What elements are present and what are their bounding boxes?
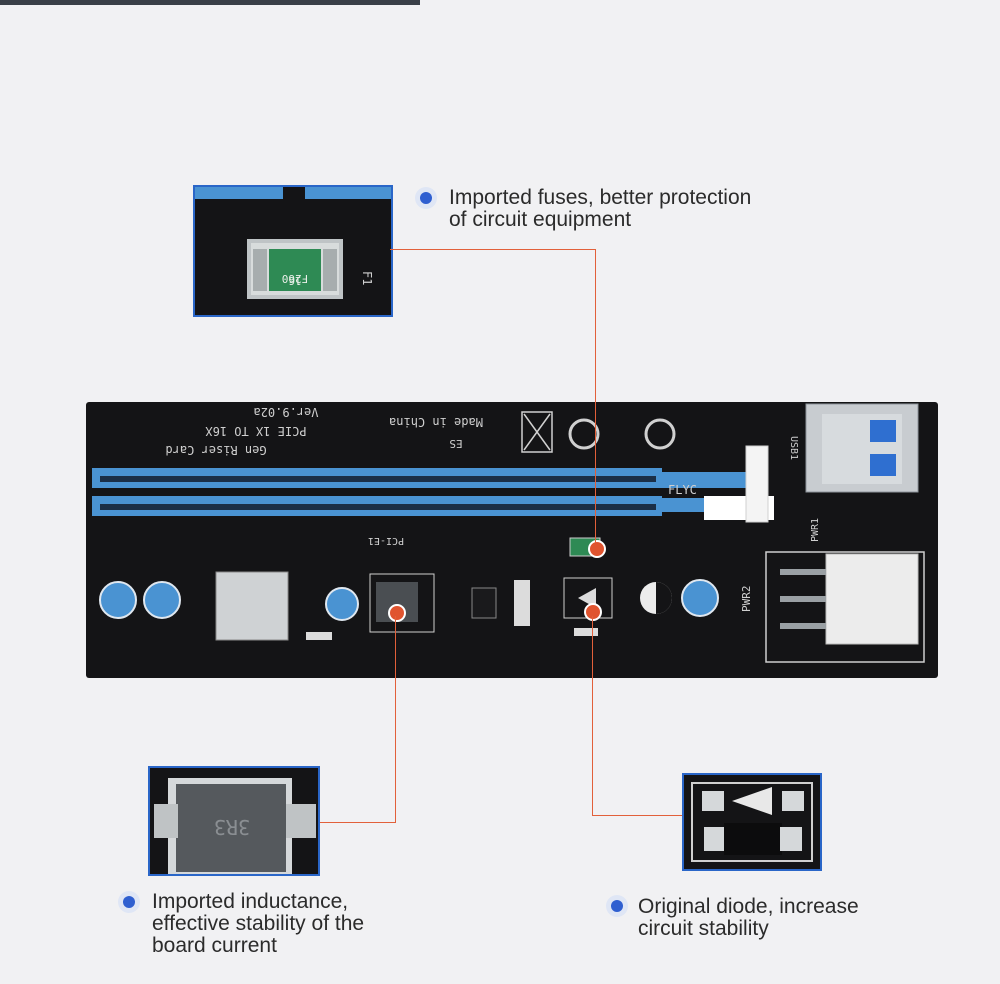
diode-leader-h: [592, 815, 684, 816]
weee-icon: [521, 411, 553, 453]
inductor-callout-line1: Imported inductance,: [152, 890, 349, 913]
fuse-zoom-graphic: F260 16 F1: [195, 187, 391, 315]
top-image-strip: [0, 0, 420, 5]
capacitor: [99, 581, 137, 619]
inductor-code: 3R3: [214, 815, 250, 839]
inductor-leader-v: [395, 616, 396, 822]
riser-board: USB1 PWR2 PWR1 FLYC Ver.9.02a PCIE 1X TO…: [86, 402, 938, 678]
model-label: PCIE 1X TO 16X: [205, 424, 307, 438]
inductor-callout-dot: [118, 891, 140, 913]
gen-label: Gen Riser Card: [165, 443, 266, 457]
fuse-callout-dot: [415, 187, 437, 209]
slot-latch: [745, 445, 769, 523]
usb-label: USB1: [788, 436, 799, 460]
pwr1-label: PWR1: [810, 518, 821, 542]
ce-mark-icon: [644, 418, 676, 450]
pci-label: PCI-E1: [368, 535, 404, 546]
inductor-leader-h: [318, 822, 396, 823]
diode-callout-dot: [606, 895, 628, 917]
fuse-ref: F1: [360, 271, 374, 285]
fuse-callout-line2: of circuit equipment: [449, 208, 632, 231]
fuse-part-code-2: 16: [288, 274, 301, 287]
brand-label: FLYC: [668, 483, 697, 497]
inductor-zoom-graphic: 3R3: [150, 768, 318, 874]
diode-callout-line2: circuit stability: [638, 917, 769, 940]
fuse-callout-text: Imported fuses, better protection of cir…: [449, 187, 751, 231]
version-label: Ver.9.02a: [253, 405, 318, 419]
es-label: ES: [449, 437, 462, 450]
capacitor: [325, 587, 359, 621]
inductor-zoom-inset: 3R3: [148, 766, 320, 876]
fuse-callout-line1: Imported fuses, better protection: [449, 186, 752, 209]
fc-mark-icon: [568, 418, 600, 450]
ic-u1: [471, 587, 497, 619]
capacitor: [143, 581, 181, 619]
diode-callout-line1: Original diode, increase: [638, 895, 859, 918]
inductor-callout-line3: board current: [152, 934, 277, 957]
diode-zoom-graphic: [684, 775, 820, 869]
fuse-part-code: F260: [282, 272, 309, 285]
resistor-array: [514, 580, 530, 626]
diode-zoom-inset: [682, 773, 822, 871]
capacitor: [681, 579, 719, 617]
fuse-leader-h: [390, 249, 595, 250]
diode-leader-v: [592, 616, 593, 815]
pwr2-label: PWR2: [740, 586, 753, 613]
mosfet-q1: [215, 571, 289, 641]
fuse-marker: [588, 540, 606, 558]
made-in-label: Made in China: [389, 415, 483, 429]
fuse-leader-v: [595, 249, 596, 543]
inductor-callout-line2: effective stability of the: [152, 912, 365, 935]
diode-callout-text: Original diode, increase circuit stabili…: [638, 896, 859, 940]
diode-marker: [584, 603, 602, 621]
power-connector: [825, 553, 919, 645]
inductor-marker: [388, 604, 406, 622]
inductor-callout-text: Imported inductance, effective stability…: [152, 891, 364, 957]
fuse-zoom-inset: F260 16 F1: [193, 185, 393, 317]
